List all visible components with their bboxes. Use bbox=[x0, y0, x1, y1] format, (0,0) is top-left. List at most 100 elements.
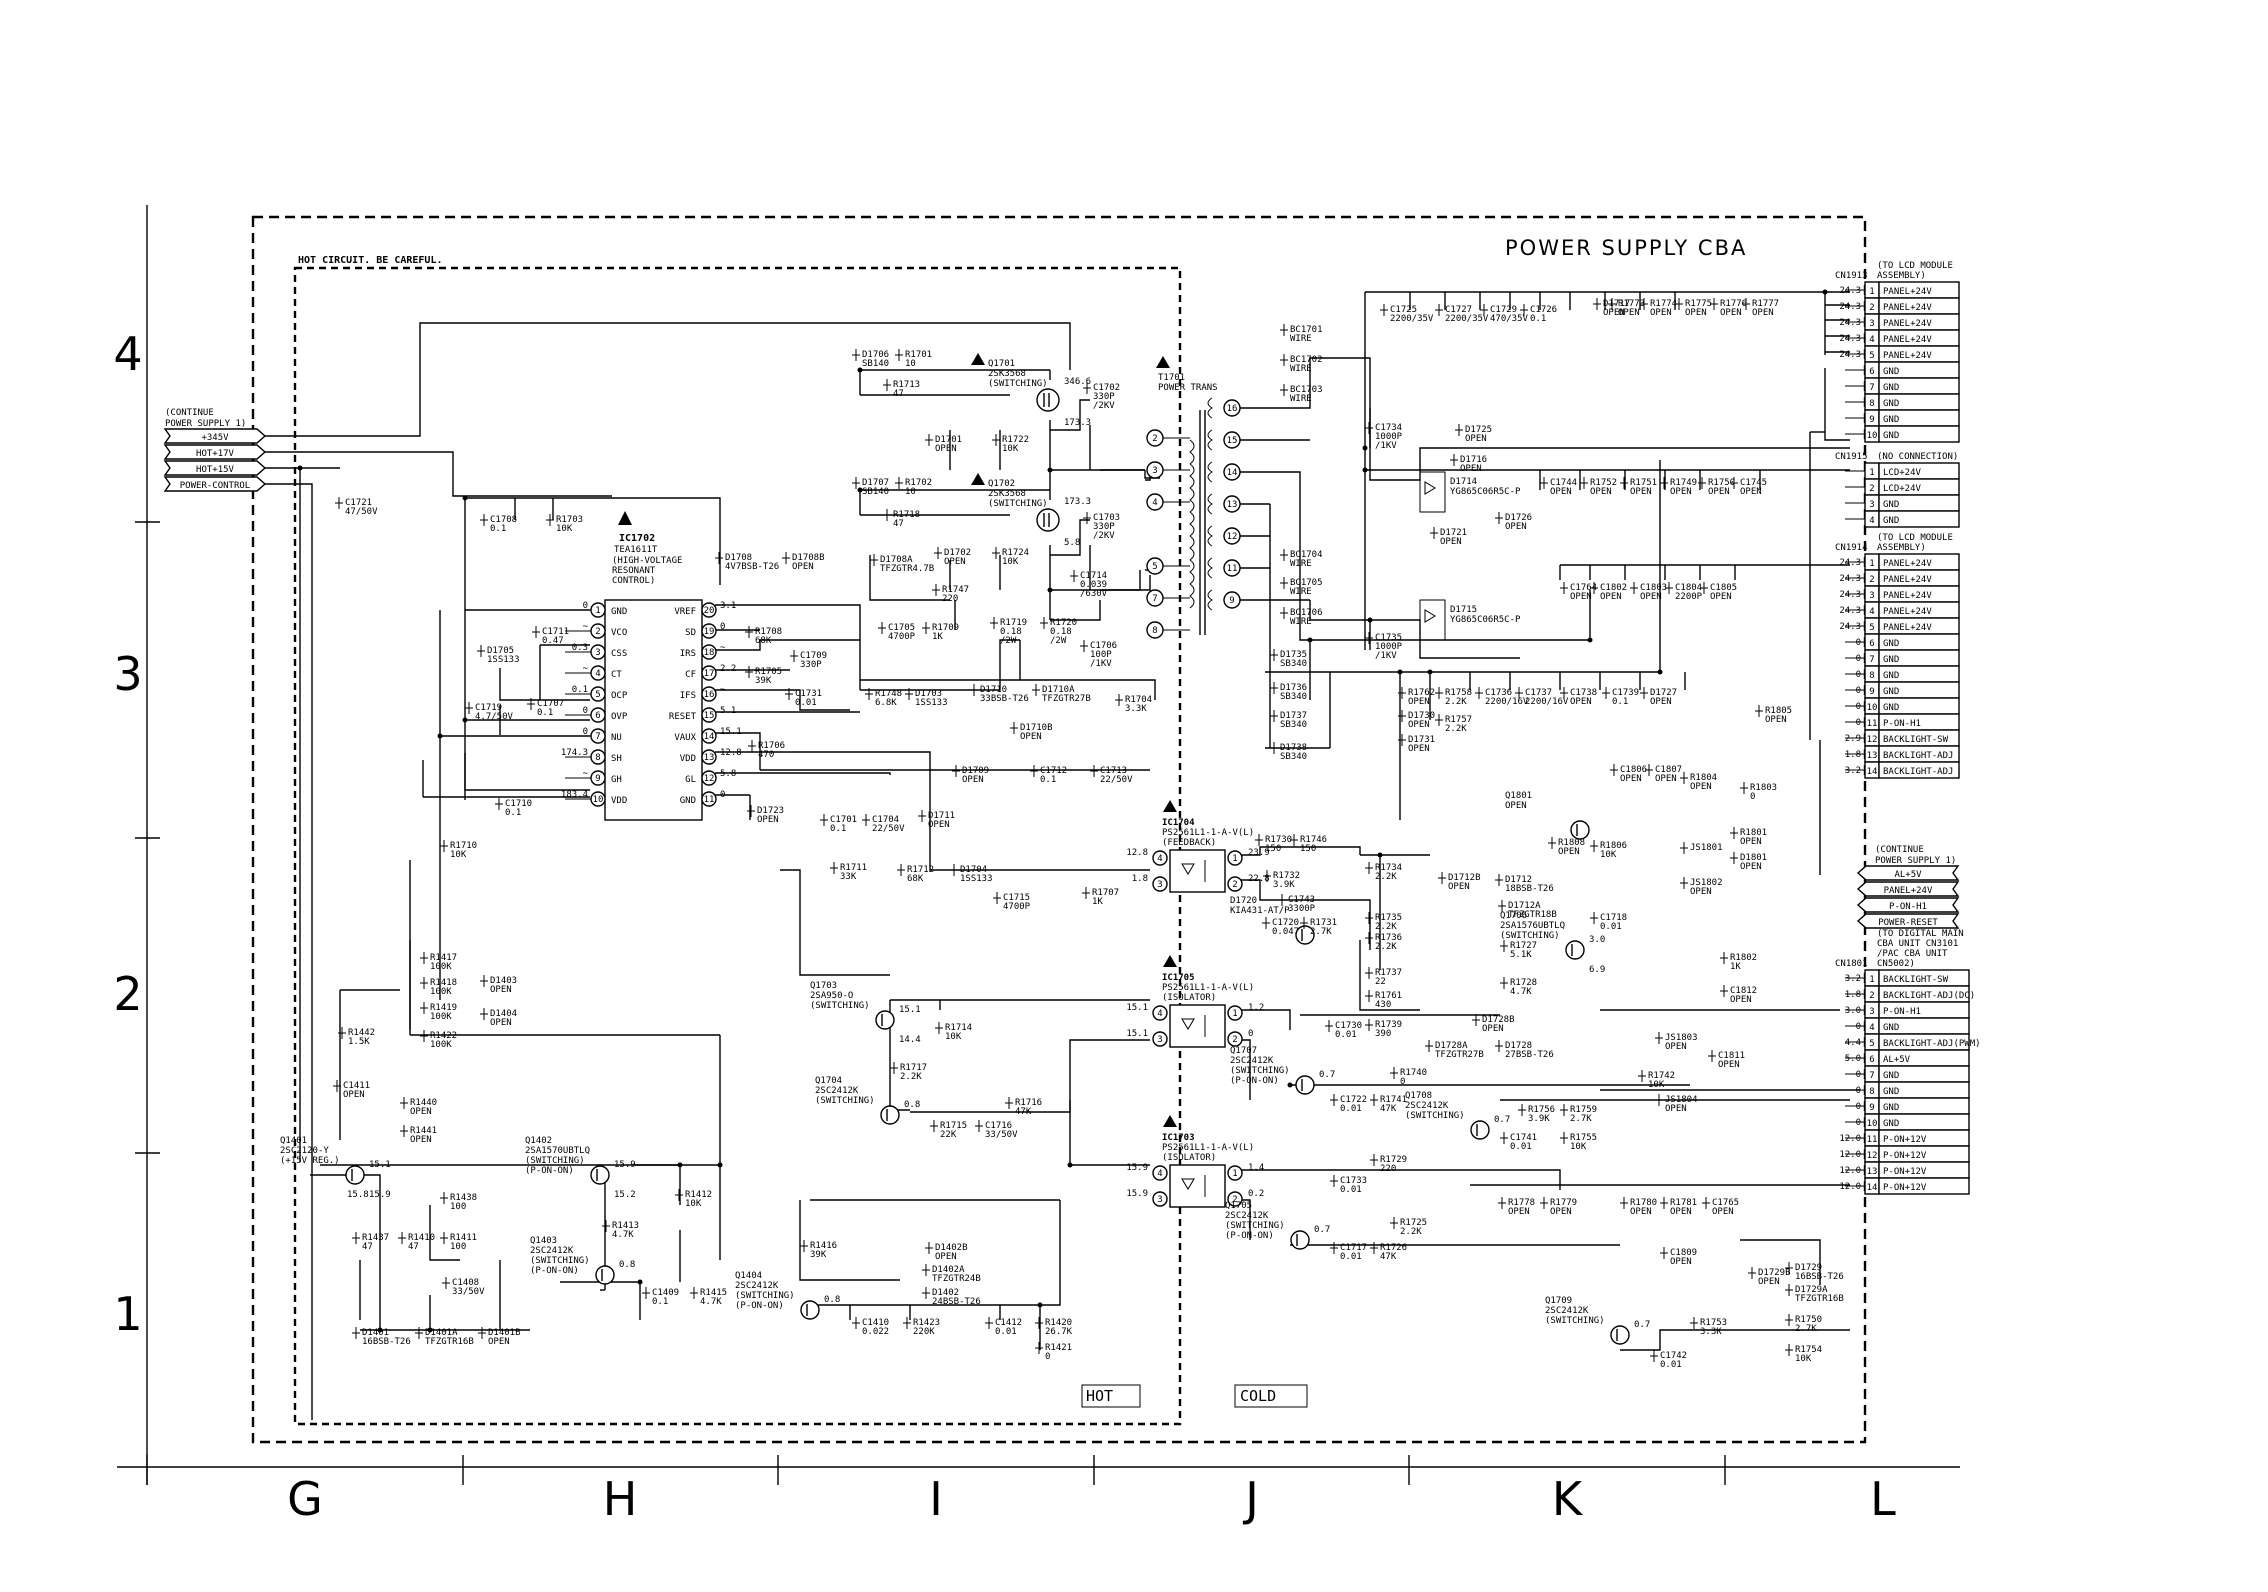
connector-header: ASSEMBLY) bbox=[1877, 543, 1926, 553]
component-label: 3.3K bbox=[1125, 704, 1147, 714]
component-label: R1441 bbox=[410, 1126, 437, 1136]
hot-warning: HOT CIRCUIT. BE CAREFUL. bbox=[298, 255, 443, 266]
component-label: 220K bbox=[913, 1327, 935, 1337]
component-label: 22 bbox=[1375, 977, 1386, 987]
component-label: D1737 bbox=[1280, 711, 1307, 721]
component-label: OPEN bbox=[490, 985, 512, 995]
component-label: R1751 bbox=[1630, 478, 1657, 488]
transformer-pin: 4 bbox=[1152, 498, 1157, 508]
pin-name: GND bbox=[1883, 1087, 1899, 1097]
component-label: 2.2K bbox=[1375, 872, 1397, 882]
component-label: WIRE bbox=[1290, 617, 1312, 627]
component-label: C1812 bbox=[1730, 986, 1757, 996]
ic-pin-voltage: 0 bbox=[720, 790, 725, 800]
component-label: C1733 bbox=[1340, 1176, 1367, 1186]
ic-pin-number: 3 bbox=[595, 648, 600, 658]
component-label: R1747 bbox=[942, 585, 969, 595]
opto-part: PS2561L1-1-A-V(L) bbox=[1162, 983, 1254, 993]
component-label: OPEN bbox=[1640, 592, 1662, 602]
component-label: R1803 bbox=[1750, 783, 1777, 793]
component-label: R1729 bbox=[1380, 1155, 1407, 1165]
opto-body bbox=[1169, 1164, 1226, 1208]
transistor-voltage: 6.9 bbox=[1589, 965, 1605, 975]
transistor-part: 2SC2412K bbox=[1405, 1101, 1449, 1111]
mosfet-role: (SWITCHING) bbox=[988, 499, 1048, 509]
transistor-ref: Q1707 bbox=[1230, 1046, 1257, 1056]
component-label: 0.1 bbox=[1530, 314, 1546, 324]
component-label: 0.47 bbox=[542, 636, 564, 646]
ic-pin-voltage: ~ bbox=[583, 622, 589, 632]
component-label: D1710B bbox=[1020, 723, 1053, 733]
ic-pin-name: VAUX bbox=[674, 733, 696, 743]
ic-pin-name: CSS bbox=[611, 649, 627, 659]
opto-voltage: 1.8 bbox=[1132, 874, 1148, 884]
transistor-role: (SWITCHING) bbox=[1405, 1111, 1465, 1121]
component-label: 0.01 bbox=[1340, 1104, 1362, 1114]
ic-pin-name: IFS bbox=[680, 691, 696, 701]
connector-header: (TO LCD MODULE bbox=[1877, 533, 1953, 543]
pin-voltage: 0 bbox=[1856, 1070, 1861, 1080]
component-label: OPEN bbox=[1665, 1042, 1687, 1052]
connector-pin-label: +345V bbox=[201, 433, 229, 443]
component-label: 0 bbox=[1400, 1077, 1405, 1087]
component-label: 2.2K bbox=[1375, 922, 1397, 932]
pin-voltage: 12.0 bbox=[1839, 1166, 1861, 1176]
component-label: 4.7/50V bbox=[475, 712, 514, 722]
component-label: C1809 bbox=[1670, 1248, 1697, 1258]
component-label: R1420 bbox=[1045, 1318, 1072, 1328]
component-label: OPEN bbox=[1600, 592, 1622, 602]
pin-name: AL+5V bbox=[1883, 1055, 1911, 1065]
pin-name-cell bbox=[1878, 761, 1960, 779]
component-label: OPEN bbox=[1460, 464, 1482, 474]
component-label: C1729 bbox=[1490, 305, 1517, 315]
pin-number: 6 bbox=[1869, 1055, 1874, 1065]
component-label: 10K bbox=[1600, 850, 1617, 860]
pin-number: 3 bbox=[1869, 591, 1874, 601]
component-label: TFZGTR24B bbox=[932, 1274, 981, 1284]
component-label: R1756 bbox=[1528, 1105, 1555, 1115]
component-label: 150 bbox=[1300, 844, 1316, 854]
component-label: R1727 bbox=[1510, 941, 1537, 951]
pin-name: BACKLIGHT-ADJ(DC) bbox=[1883, 991, 1975, 1001]
pin-voltage: 24.3 bbox=[1839, 558, 1861, 568]
ic-pin-number: 9 bbox=[595, 774, 600, 784]
transistor-ref: Q1801 bbox=[1505, 791, 1532, 801]
pin-number: 6 bbox=[1869, 367, 1874, 377]
transistor-voltage: 0.7 bbox=[1634, 1320, 1650, 1330]
pin-number: 10 bbox=[1867, 431, 1878, 441]
connector-header: (NO CONNECTION) bbox=[1877, 452, 1958, 462]
connector-pin-label: HOT+17V bbox=[196, 449, 235, 459]
component-label: R1759 bbox=[1570, 1105, 1597, 1115]
pin-name: GND bbox=[1883, 1023, 1899, 1033]
component-label: R1750 bbox=[1708, 478, 1735, 488]
pin-number: 3 bbox=[1869, 1007, 1874, 1017]
component-label: C1412 bbox=[995, 1318, 1022, 1328]
component-label: OPEN bbox=[1505, 522, 1527, 532]
ic-pin-name: RESET bbox=[669, 712, 697, 722]
component-label: OPEN bbox=[935, 444, 957, 454]
component-label: 470/35V bbox=[1490, 314, 1529, 324]
component-label: R1417 bbox=[430, 953, 457, 963]
component-label: C1719 bbox=[475, 703, 502, 713]
